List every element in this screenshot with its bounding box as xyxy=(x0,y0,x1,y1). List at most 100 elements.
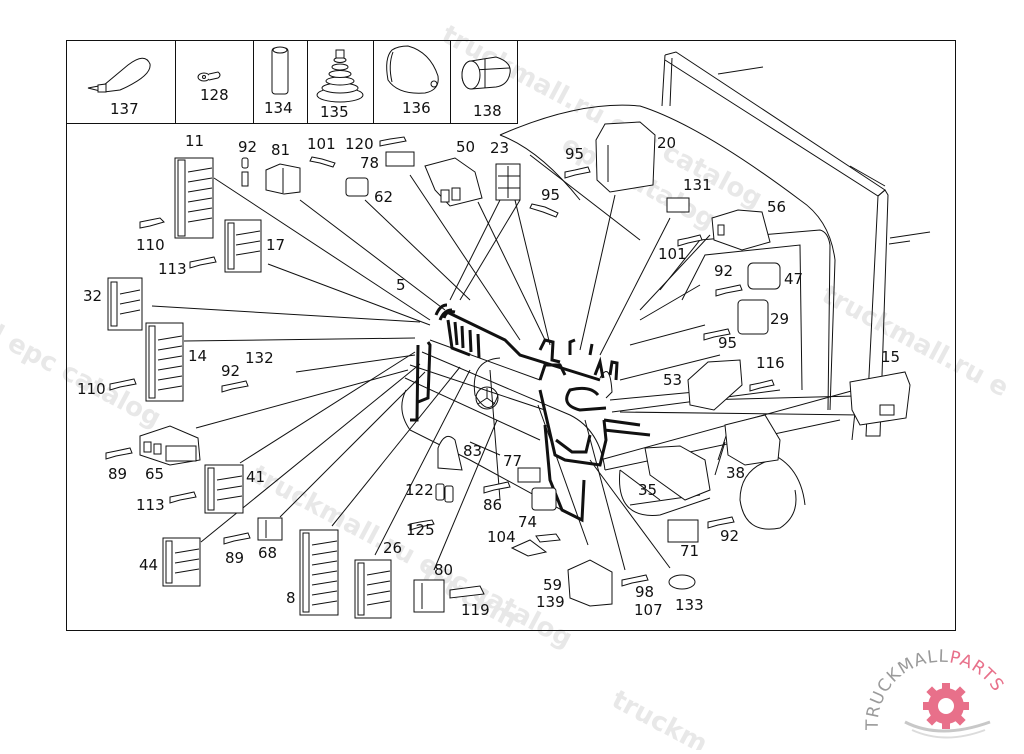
callout-131[interactable]: 131 xyxy=(683,176,712,194)
callout-78[interactable]: 78 xyxy=(360,154,379,172)
callout-53[interactable]: 53 xyxy=(663,371,682,389)
part-label-134: 134 xyxy=(264,99,293,117)
connector-80 xyxy=(413,579,445,613)
callout-5[interactable]: 5 xyxy=(396,276,406,294)
callout-92[interactable]: 92 xyxy=(221,362,240,380)
callout-122[interactable]: 122 xyxy=(405,481,434,499)
callout-92[interactable]: 92 xyxy=(720,527,739,545)
connector-32 xyxy=(107,277,143,331)
callout-107[interactable]: 107 xyxy=(634,601,663,619)
callout-119[interactable]: 119 xyxy=(461,601,490,619)
callout-68[interactable]: 68 xyxy=(258,544,277,562)
callout-95[interactable]: 95 xyxy=(541,186,560,204)
truckmall-parts-logo: TRUCKMALLPARTS xyxy=(863,647,1008,739)
callout-15[interactable]: 15 xyxy=(881,348,900,366)
connector-62 xyxy=(345,177,369,197)
sleeve-tube-icon xyxy=(271,46,289,95)
callout-89[interactable]: 89 xyxy=(225,549,244,567)
callout-95[interactable]: 95 xyxy=(718,334,737,352)
callout-38[interactable]: 38 xyxy=(726,464,745,482)
callout-14[interactable]: 14 xyxy=(188,347,207,365)
connector-68 xyxy=(257,517,283,541)
callout-101[interactable]: 101 xyxy=(307,135,336,153)
callout-62[interactable]: 62 xyxy=(374,188,393,206)
connector-81 xyxy=(265,163,301,195)
callout-labels[interactable]: 11 92 81 101 120 78 62 50 23 95 95 20 13… xyxy=(77,132,900,619)
callout-83[interactable]: 83 xyxy=(463,442,482,460)
callout-23[interactable]: 23 xyxy=(490,139,509,157)
connector-29 xyxy=(737,299,769,335)
clip-104 xyxy=(510,533,561,557)
connector-8 xyxy=(299,529,339,616)
callout-35[interactable]: 35 xyxy=(638,481,657,499)
callout-89[interactable]: 89 xyxy=(108,465,127,483)
callout-56[interactable]: 56 xyxy=(767,198,786,216)
callout-8[interactable]: 8 xyxy=(286,589,296,607)
part-label-138: 138 xyxy=(473,102,502,120)
callout-11[interactable]: 11 xyxy=(185,132,204,150)
part-label-137: 137 xyxy=(110,100,139,118)
wheel-arch xyxy=(739,459,797,530)
callout-81[interactable]: 81 xyxy=(271,141,290,159)
callout-113[interactable]: 113 xyxy=(136,496,165,514)
callout-26[interactable]: 26 xyxy=(383,539,402,557)
connector-71 xyxy=(667,519,699,543)
callout-113[interactable]: 113 xyxy=(158,260,187,278)
connector-17 xyxy=(224,219,262,273)
connector-83 xyxy=(437,435,463,471)
callout-80[interactable]: 80 xyxy=(434,561,453,579)
callout-98[interactable]: 98 xyxy=(635,583,654,601)
accessory-panel: 137 128 134 135 136 xyxy=(66,40,518,124)
connector-53 xyxy=(687,359,743,411)
callout-32[interactable]: 32 xyxy=(83,287,102,305)
connector-56 xyxy=(711,209,771,251)
cable-tie-icon xyxy=(87,57,151,93)
relay-20 xyxy=(595,121,656,193)
connector-44 xyxy=(162,537,201,587)
callout-104[interactable]: 104 xyxy=(487,528,516,546)
callout-65[interactable]: 65 xyxy=(145,465,164,483)
callout-110[interactable]: 110 xyxy=(77,380,106,398)
connector-26 xyxy=(354,559,392,619)
callout-116[interactable]: 116 xyxy=(756,354,785,372)
callout-71[interactable]: 71 xyxy=(680,542,699,560)
callout-92[interactable]: 92 xyxy=(238,138,257,156)
callout-59[interactable]: 59 xyxy=(543,576,562,594)
rubber-boot-icon xyxy=(316,49,364,103)
diagram-frame xyxy=(66,40,956,631)
callout-41[interactable]: 41 xyxy=(246,468,265,486)
callout-74[interactable]: 74 xyxy=(518,513,537,531)
terminals xyxy=(105,136,775,587)
callout-20[interactable]: 20 xyxy=(657,134,676,152)
callout-110[interactable]: 110 xyxy=(136,236,165,254)
callout-77[interactable]: 77 xyxy=(503,452,522,470)
callout-29[interactable]: 29 xyxy=(770,310,789,328)
callout-92[interactable]: 92 xyxy=(714,262,733,280)
logo-text-accent: PARTS xyxy=(948,647,1008,695)
logo-swoosh xyxy=(904,720,991,733)
callout-50[interactable]: 50 xyxy=(456,138,475,156)
callout-120[interactable]: 120 xyxy=(345,135,374,153)
ring-terminal-icon xyxy=(197,71,221,82)
callout-17[interactable]: 17 xyxy=(266,236,285,254)
callout-125[interactable]: 125 xyxy=(406,521,435,539)
callout-44[interactable]: 44 xyxy=(139,556,158,574)
callout-47[interactable]: 47 xyxy=(784,270,803,288)
grommet-cup-icon xyxy=(461,56,511,90)
callout-95[interactable]: 95 xyxy=(565,145,584,163)
callout-132[interactable]: 132 xyxy=(245,349,274,367)
connector-77 xyxy=(517,467,541,483)
logo-swoosh xyxy=(911,729,986,739)
bracket-59 xyxy=(567,559,613,607)
part-label-136: 136 xyxy=(402,99,431,117)
callout-139[interactable]: 139 xyxy=(536,593,565,611)
connector-14 xyxy=(145,322,184,402)
grommet-133 xyxy=(668,574,696,590)
cover-74 xyxy=(531,487,557,511)
callout-101[interactable]: 101 xyxy=(658,245,687,263)
cap-cover-icon xyxy=(386,45,439,94)
parts xyxy=(107,121,911,619)
callout-133[interactable]: 133 xyxy=(675,596,704,614)
callout-86[interactable]: 86 xyxy=(483,496,502,514)
